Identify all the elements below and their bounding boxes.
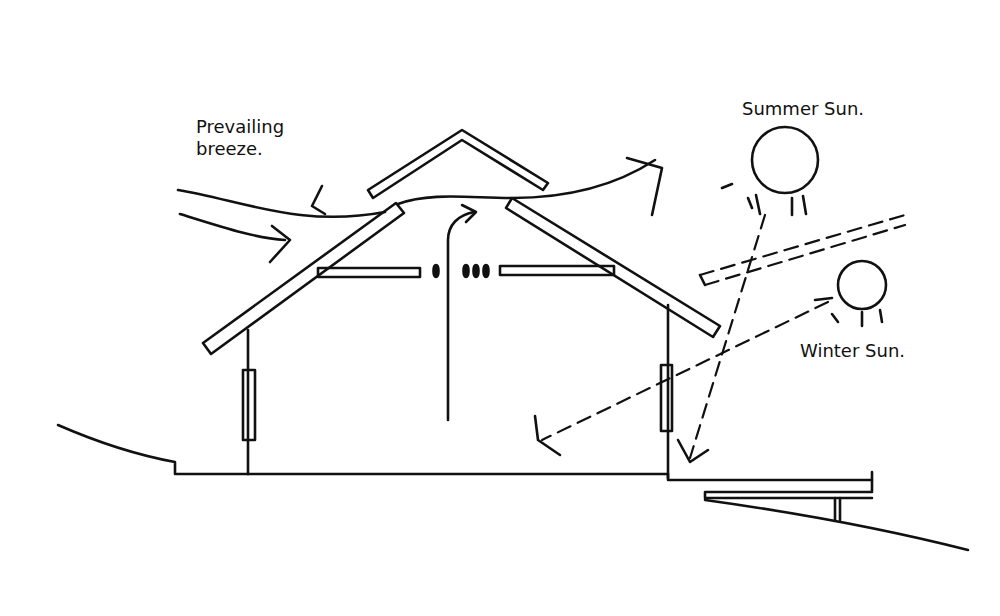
overhang-plane xyxy=(705,225,905,285)
overhang-end xyxy=(700,275,705,285)
vent-gap xyxy=(434,265,439,277)
deck xyxy=(705,472,872,498)
right-window xyxy=(661,365,672,431)
left-ceiling xyxy=(318,268,420,277)
stack-arrow xyxy=(448,212,474,420)
left-wall xyxy=(247,330,250,474)
airflow xyxy=(178,158,662,420)
left-roof xyxy=(203,203,404,354)
slope-line xyxy=(705,500,968,550)
summer-sun xyxy=(752,127,818,193)
winter-ray-line xyxy=(542,302,828,440)
summer-ray-head xyxy=(678,440,708,462)
attic-ceiling xyxy=(318,265,614,277)
right-ceiling xyxy=(500,266,614,275)
vent-gap xyxy=(474,265,479,277)
breeze-arrow xyxy=(178,190,385,217)
breeze-arrow-head xyxy=(270,226,290,262)
overhang-plane xyxy=(700,215,905,275)
roof xyxy=(203,130,720,354)
stack-arrow-head xyxy=(462,205,476,222)
sun-ray xyxy=(815,298,882,326)
breeze-arrow xyxy=(180,214,285,240)
summer-ray-line xyxy=(690,215,765,458)
right-wall xyxy=(667,305,670,478)
sun-label: Summer Sun. xyxy=(742,98,882,120)
sun-label: Winter Sun. xyxy=(800,340,940,362)
sun-ray xyxy=(722,184,806,215)
breeze-label: Prevailing breeze. xyxy=(196,116,316,160)
left-window xyxy=(243,370,255,440)
ground-line xyxy=(58,425,248,474)
winter-sun xyxy=(838,261,886,309)
deck-post xyxy=(835,498,840,520)
ground xyxy=(58,425,968,550)
ridge-flow-head xyxy=(627,158,662,215)
ridge-flow xyxy=(398,160,655,204)
sun-study xyxy=(535,127,905,462)
floor-line xyxy=(248,474,872,480)
walls xyxy=(243,305,672,478)
breeze-arrow-head xyxy=(312,186,325,214)
ridge-cap xyxy=(368,130,548,198)
vent-gap xyxy=(464,265,469,277)
winter-ray-head xyxy=(535,416,560,455)
vent-gap xyxy=(484,265,489,277)
